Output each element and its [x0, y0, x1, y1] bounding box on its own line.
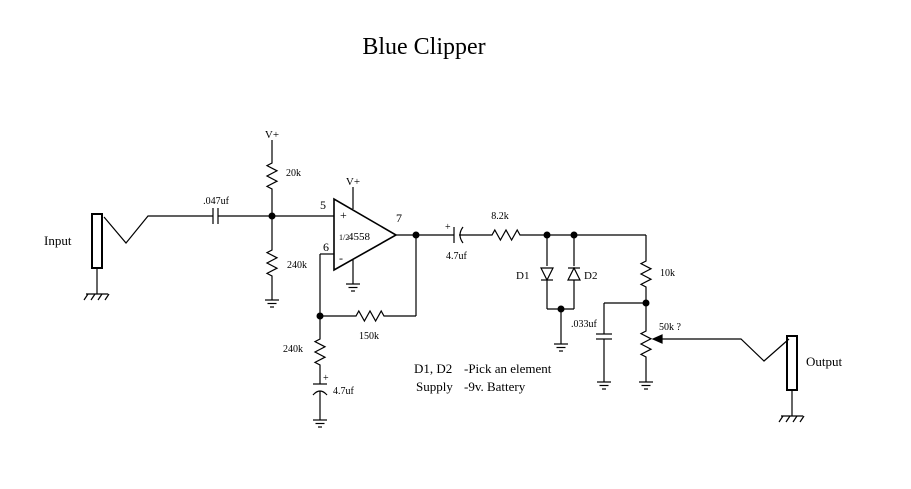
input-label: Input: [44, 233, 72, 248]
ground-resistor-240k: [313, 334, 327, 370]
output-label: Output: [806, 354, 843, 369]
diode-d1: [540, 267, 554, 282]
input-capacitor: [212, 208, 219, 224]
input-wire: [103, 215, 213, 244]
opamp-half-label: 1/2: [339, 233, 349, 242]
pot-ground-symbol: [639, 381, 653, 390]
feedback-ground-symbol: [313, 419, 327, 428]
output-wire: [660, 338, 790, 362]
feedback-resistor-150k: [351, 309, 389, 323]
ground-capacitor-plus: +: [323, 373, 329, 384]
tone-capacitor-label: .033uf: [571, 319, 598, 330]
output-resistor-10k: [639, 256, 653, 292]
bias-resistor-top-20k: [265, 158, 279, 194]
opamp-4558: [333, 197, 398, 272]
opamp-part-label: 4558: [348, 231, 371, 243]
pin-6-label: 6: [323, 240, 329, 254]
series-resistor-8-2k: [487, 228, 525, 242]
pin-5-label: 5: [320, 198, 326, 212]
output-jack: [786, 335, 798, 391]
note-supply-value: -9v. Battery: [464, 379, 526, 394]
opamp-minus-sign: -: [339, 251, 343, 265]
vplus-label-opamp: V+: [346, 176, 360, 188]
output-capacitor-plus: +: [445, 222, 451, 233]
bias-resistor-top-label: 20k: [286, 168, 301, 179]
diode-ground-symbol: [554, 343, 568, 352]
pin-7-label: 7: [396, 211, 402, 225]
input-capacitor-label: .047uf: [203, 196, 230, 207]
tone-ground-symbol: [597, 381, 611, 390]
output-jack-ground-symbol: [778, 390, 805, 423]
pot-wiper-arrow: [651, 334, 663, 344]
potentiometer-label: 50k ?: [659, 322, 682, 333]
opamp-ground-symbol: [346, 283, 360, 292]
vplus-label-bias: V+: [265, 129, 279, 141]
feedback-resistor-label: 150k: [359, 331, 379, 342]
note-diodes-key: D1, D2: [414, 361, 452, 376]
note-supply-key: Supply: [416, 379, 453, 394]
bias-resistor-bottom-240k: [265, 245, 279, 281]
bias-resistor-bottom-label: 240k: [287, 260, 307, 271]
series-resistor-label: 8.2k: [491, 211, 509, 222]
page-title: Blue Clipper: [362, 34, 485, 60]
bias-ground-symbol: [265, 299, 279, 308]
volume-potentiometer-50k: [639, 326, 653, 362]
diode-d2: [567, 266, 581, 281]
input-jack: [91, 213, 103, 269]
diode-d2-label: D2: [584, 270, 597, 282]
ground-capacitor-label: 4.7uf: [333, 386, 355, 397]
note-diodes-value: -Pick an element: [464, 361, 552, 376]
output-capacitor-label: 4.7uf: [446, 251, 468, 262]
diode-d1-label: D1: [516, 270, 529, 282]
ground-resistor-label: 240k: [283, 344, 303, 355]
opamp-plus-sign: +: [340, 208, 347, 222]
output-resistor-label: 10k: [660, 268, 675, 279]
junction-dots: [268, 212, 650, 320]
input-jack-ground-symbol: [83, 268, 110, 301]
